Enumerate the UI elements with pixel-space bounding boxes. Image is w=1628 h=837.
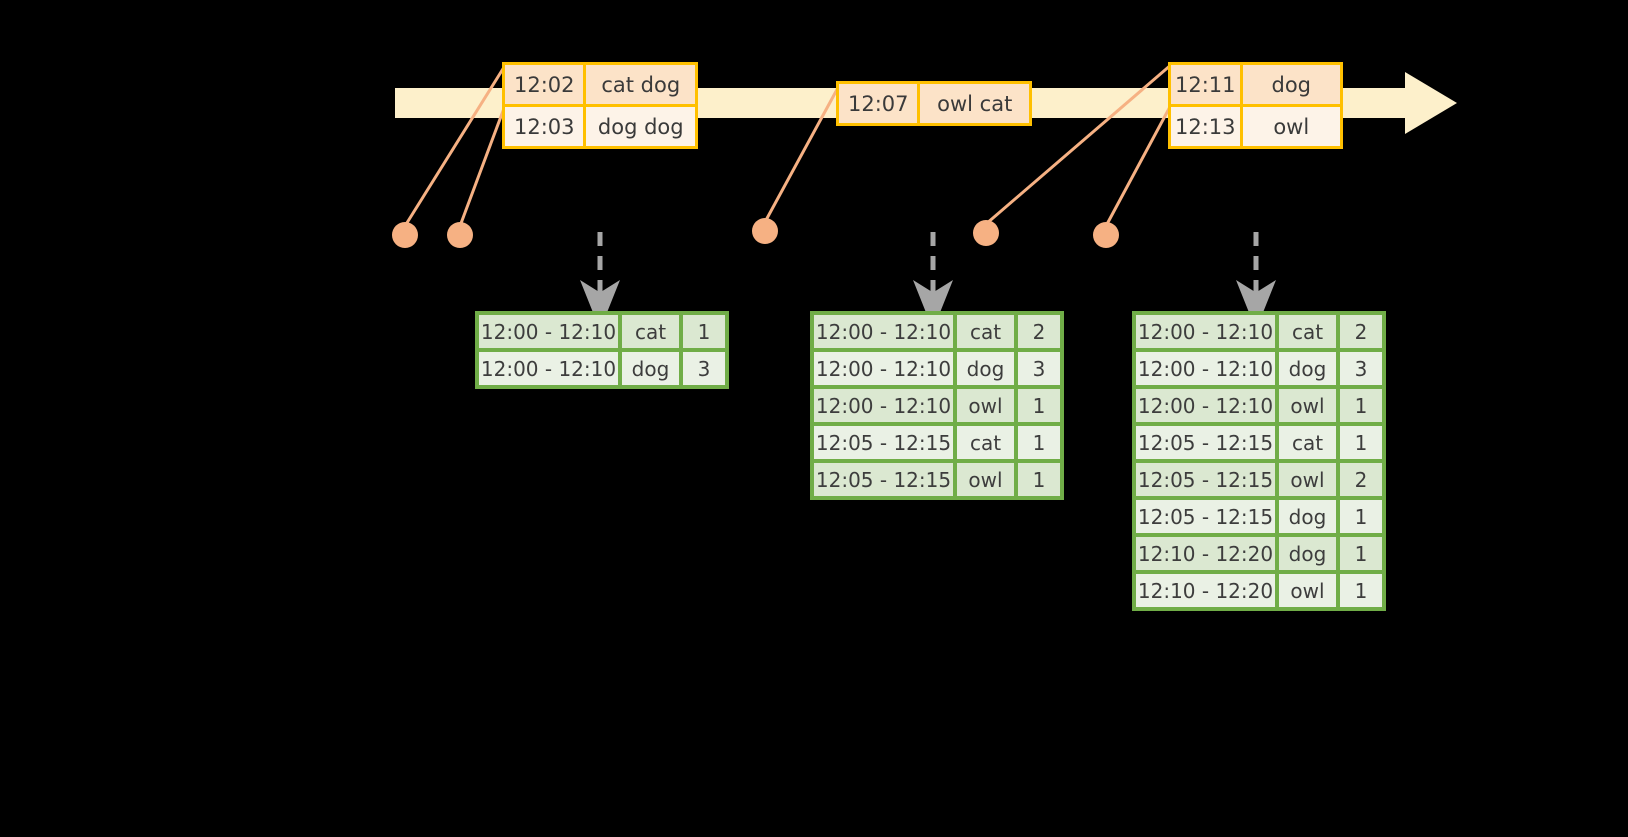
event-box-2: 12:07 owl cat (836, 81, 1032, 126)
connector-12-13 (1104, 102, 1174, 227)
cell-window: 12:00 - 12:10 (814, 352, 953, 385)
connector-12-03 (458, 102, 508, 227)
cell-key: cat (957, 426, 1014, 459)
cell-window: 12:05 - 12:15 (1136, 463, 1275, 496)
cell-count: 1 (683, 315, 725, 348)
cell-key: cat (622, 315, 679, 348)
cell-window: 12:05 - 12:15 (814, 463, 953, 496)
dot-event-12-11 (973, 220, 999, 246)
cell-count: 1 (1340, 537, 1382, 570)
cell-window: 12:00 - 12:10 (814, 389, 953, 422)
cell-key: cat (1279, 315, 1336, 348)
cell-key: owl (957, 389, 1014, 422)
cell-count: 3 (683, 352, 725, 385)
cell-window: 12:00 - 12:10 (1136, 389, 1275, 422)
dot-event-12-13 (1093, 222, 1119, 248)
cell-key: dog (1279, 500, 1336, 533)
cell-window: 12:10 - 12:20 (1136, 537, 1275, 570)
cell-count: 3 (1018, 352, 1060, 385)
event-row: 12:11 dog (1171, 65, 1340, 104)
cell-key: dog (1279, 537, 1336, 570)
dashed-arrow-lines (580, 232, 1276, 330)
cell-window: 12:00 - 12:10 (479, 352, 618, 385)
timeline-arrowhead-icon (1405, 72, 1457, 134)
cell-key: owl (1279, 463, 1336, 496)
event-value: owl cat (937, 91, 1013, 116)
cell-count: 1 (1018, 389, 1060, 422)
cell-count: 2 (1340, 315, 1382, 348)
cell-window: 12:00 - 12:10 (814, 315, 953, 348)
event-time: 12:13 (1171, 107, 1243, 146)
event-value: cat dog (601, 72, 681, 97)
cell-count: 3 (1340, 352, 1382, 385)
cell-count: 1 (1340, 389, 1382, 422)
cell-window: 12:05 - 12:15 (1136, 426, 1275, 459)
event-value: dog dog (597, 114, 684, 139)
cell-window: 12:00 - 12:10 (1136, 352, 1275, 385)
cell-count: 2 (1340, 463, 1382, 496)
cell-count: 2 (1018, 315, 1060, 348)
event-time: 12:11 (1171, 65, 1243, 104)
event-row: 12:03 dog dog (505, 104, 695, 146)
cell-key: dog (1279, 352, 1336, 385)
cell-count: 1 (1340, 426, 1382, 459)
event-box-1: 12:02 cat dog 12:03 dog dog (502, 62, 698, 149)
cell-key: cat (1279, 426, 1336, 459)
cell-count: 1 (1018, 463, 1060, 496)
cell-key: dog (957, 352, 1014, 385)
cell-count: 1 (1340, 574, 1382, 607)
cell-window: 12:00 - 12:10 (1136, 315, 1275, 348)
cell-window: 12:05 - 12:15 (1136, 500, 1275, 533)
dot-event-12-03 (447, 222, 473, 248)
cell-key: cat (957, 315, 1014, 348)
cell-key: owl (1279, 389, 1336, 422)
dot-event-12-02 (392, 222, 418, 248)
event-value: owl (1273, 114, 1310, 139)
event-row: 12:02 cat dog (505, 65, 695, 104)
event-time: 12:02 (505, 65, 587, 104)
cell-key: owl (1279, 574, 1336, 607)
cell-count: 1 (1340, 500, 1382, 533)
event-time: 12:07 (839, 84, 921, 123)
cell-window: 12:10 - 12:20 (1136, 574, 1275, 607)
event-box-3: 12:11 dog 12:13 owl (1168, 62, 1343, 149)
event-value: dog (1271, 72, 1312, 97)
cell-key: dog (622, 352, 679, 385)
event-row: 12:07 owl cat (839, 84, 1029, 123)
cell-window: 12:05 - 12:15 (814, 426, 953, 459)
event-time: 12:03 (505, 107, 587, 146)
cell-count: 1 (1018, 426, 1060, 459)
cell-key: owl (957, 463, 1014, 496)
dot-event-12-07 (752, 218, 778, 244)
cell-window: 12:00 - 12:10 (479, 315, 618, 348)
event-row: 12:13 owl (1171, 104, 1340, 146)
